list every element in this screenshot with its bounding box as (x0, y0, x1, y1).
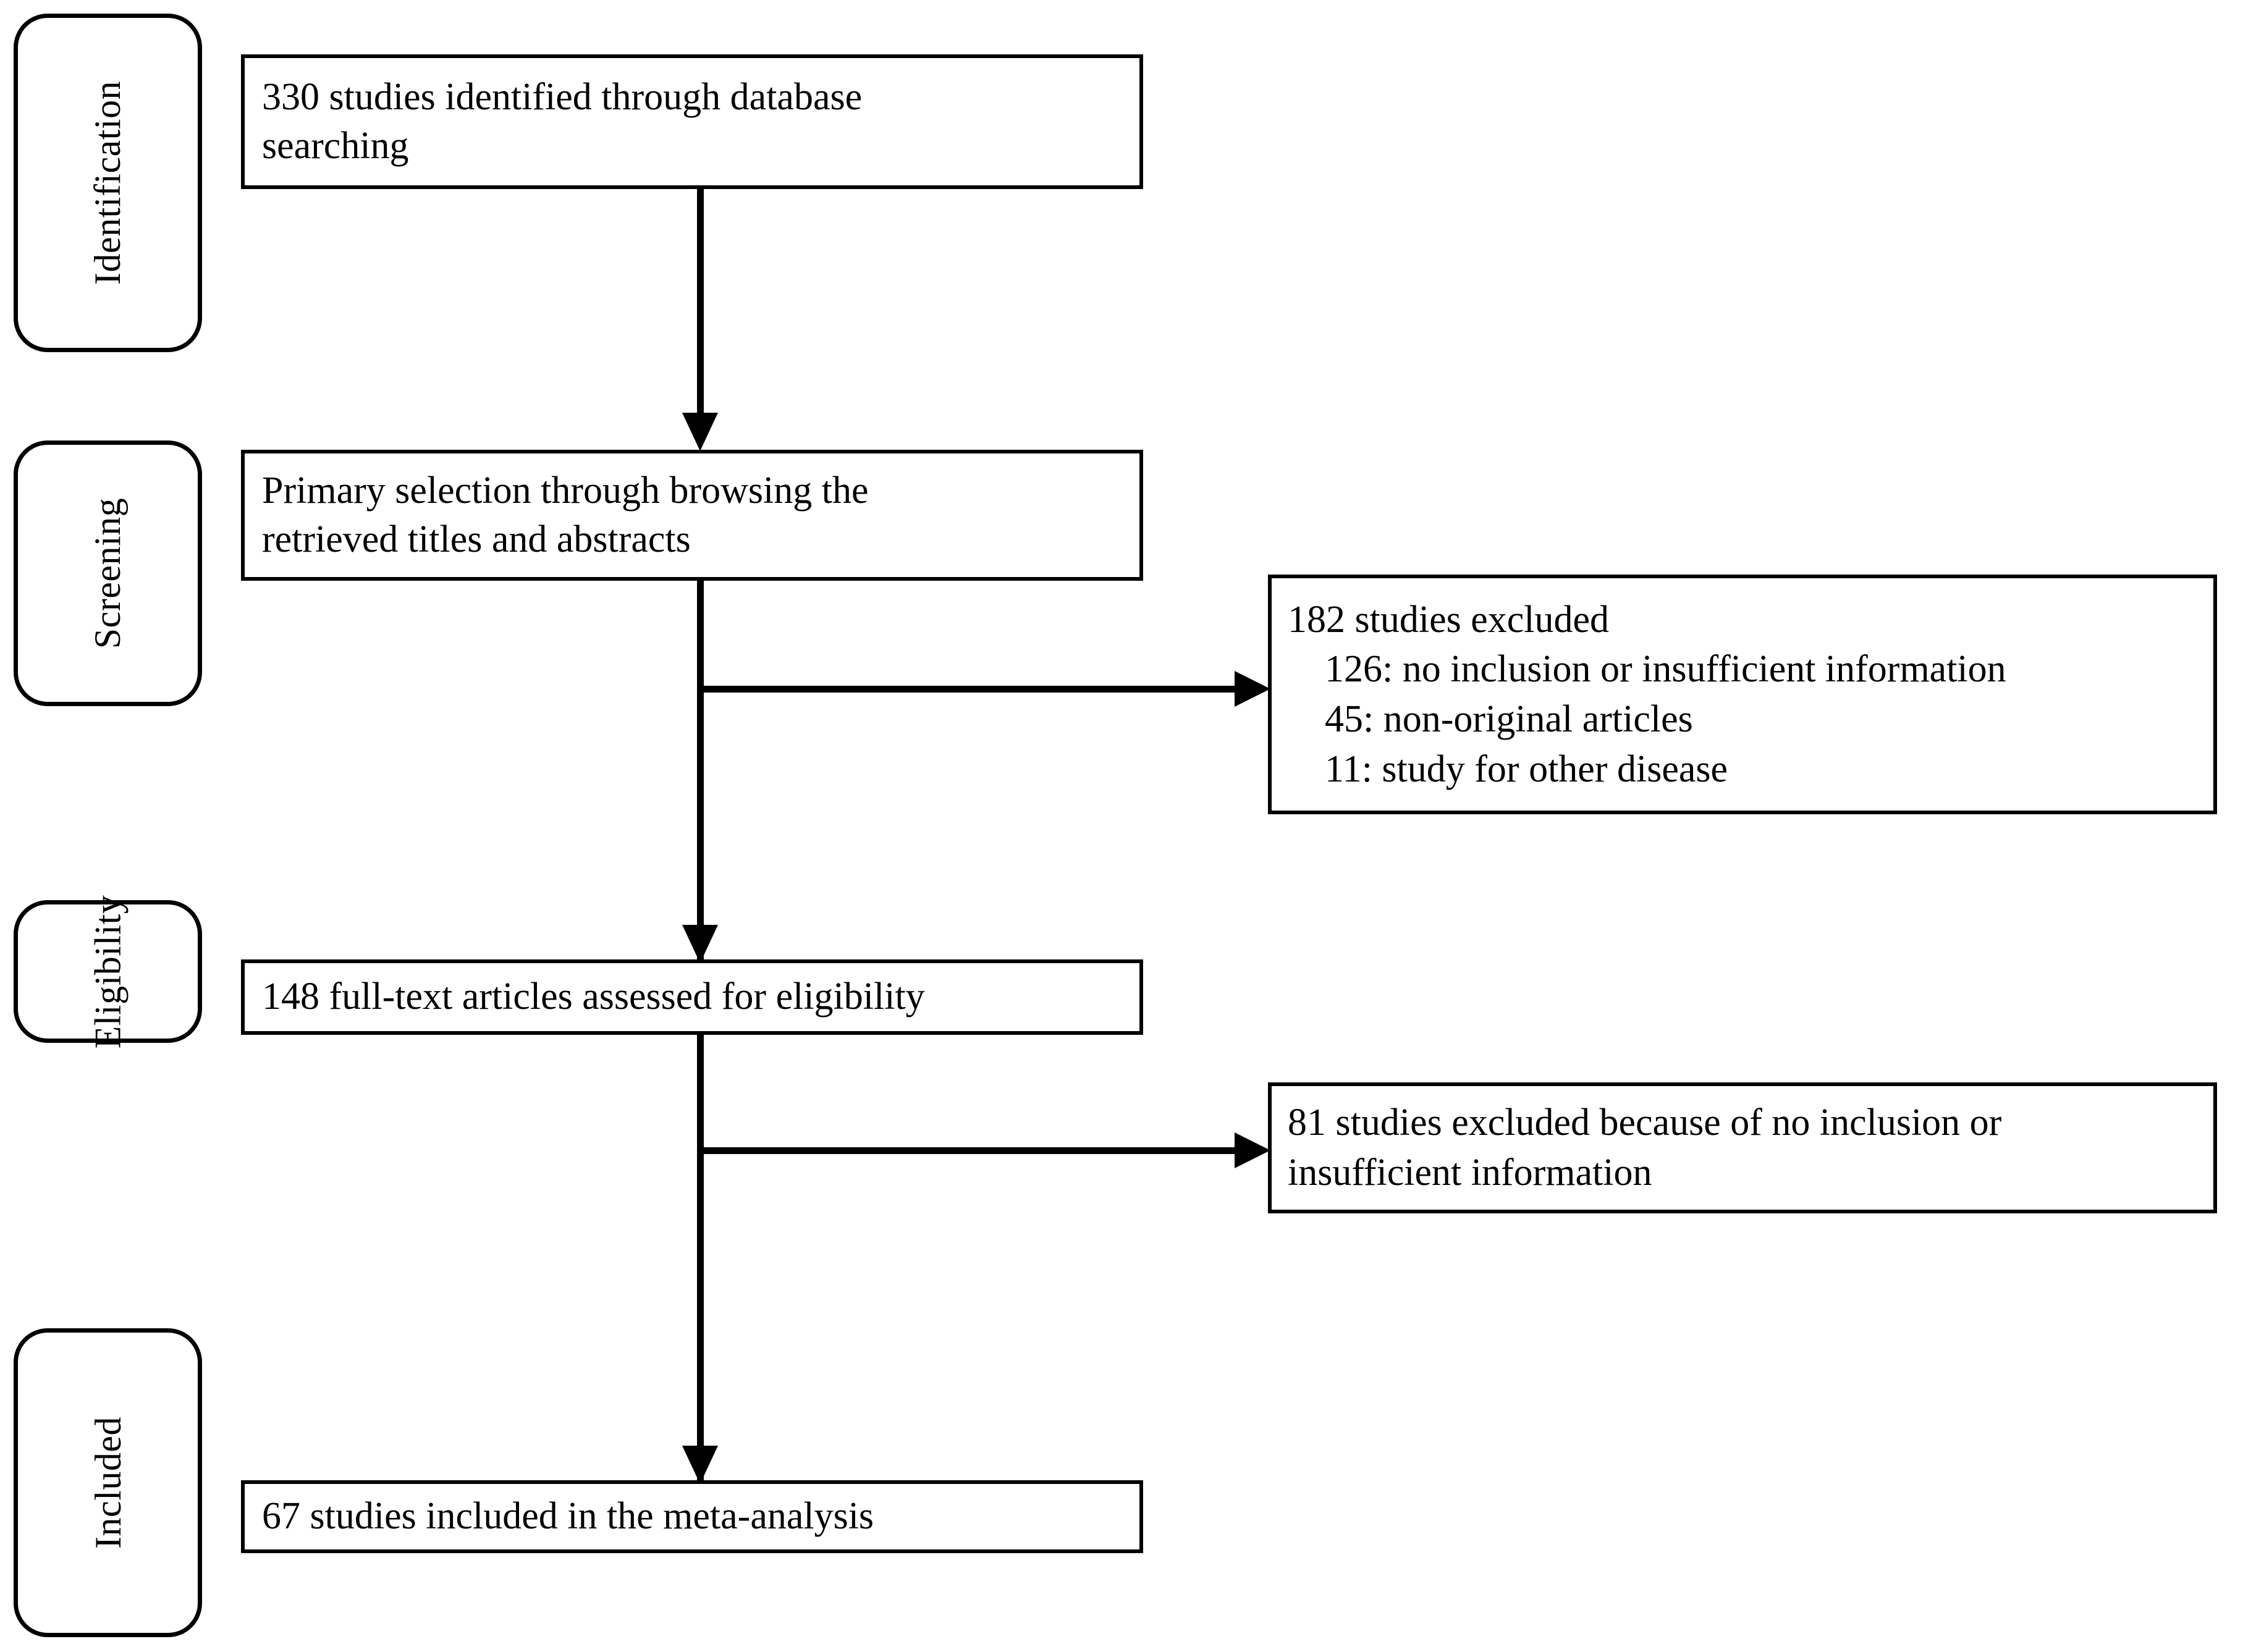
flow-box-full-text-assessed: 148 full-text articles assessed for elig… (241, 959, 1143, 1035)
exclusion-box-eligibility: 81 studies excluded because of no inclus… (1268, 1082, 2217, 1213)
flow-box-included-meta-analysis-line-1: 67 studies included in the meta-analysis (262, 1495, 874, 1538)
connector-eligibility-exclusion (700, 1147, 1239, 1154)
flow-box-primary-selection: Primary selection through browsing the r… (241, 450, 1143, 581)
connector-identified-to-primary (697, 187, 704, 434)
arrowhead-eligibility-exclusion (1235, 1132, 1270, 1168)
flow-box-primary-selection-line-1: Primary selection through browsing the (262, 469, 869, 512)
flow-box-primary-selection-line-2: retrieved titles and abstracts (262, 518, 691, 560)
arrowhead-identified-to-primary (682, 413, 718, 451)
exclusion-box-screening-reason-3: 11: study for other disease (1325, 748, 1728, 790)
exclusion-box-screening-reason-1: 126: no inclusion or insufficient inform… (1325, 648, 2006, 691)
flow-box-included-meta-analysis: 67 studies included in the meta-analysis (241, 1480, 1143, 1553)
stage-pill-screening: Screening (14, 440, 202, 706)
stage-pill-eligibility: Eligibility (14, 895, 202, 1048)
exclusion-box-eligibility-line-2: insufficient information (1288, 1152, 1652, 1194)
exclusion-box-screening-reason-2: 45: non-original articles (1325, 698, 1693, 740)
stage-pill-included: Included (14, 1328, 202, 1637)
stage-label-eligibility: Eligibility (87, 895, 129, 1048)
connector-screening-exclusion (700, 686, 1239, 693)
exclusion-box-screening: 182 studies excluded 126: no inclusion o… (1268, 575, 2217, 814)
stage-label-identification: Identification (87, 80, 129, 285)
stage-label-included: Included (87, 1417, 129, 1549)
arrowhead-screening-exclusion (1235, 671, 1270, 707)
stage-pill-identification: Identification (14, 14, 202, 352)
arrowhead-primary-to-fulltext (682, 925, 718, 963)
connector-fulltext-to-included (697, 1034, 704, 1485)
connector-primary-to-fulltext (697, 578, 704, 963)
flow-box-identified: 330 studies identified through database … (241, 54, 1143, 189)
stage-label-screening: Screening (87, 497, 129, 649)
flow-box-identified-line-1: 330 studies identified through database (262, 75, 863, 118)
exclusion-box-screening-heading: 182 studies excluded (1288, 598, 1610, 641)
flow-box-full-text-assessed-line-1: 148 full-text articles assessed for elig… (262, 976, 925, 1018)
arrowhead-fulltext-to-included (682, 1446, 718, 1484)
flow-box-identified-line-2: searching (262, 125, 409, 167)
exclusion-box-eligibility-line-1: 81 studies excluded because of no inclus… (1288, 1102, 2002, 1144)
